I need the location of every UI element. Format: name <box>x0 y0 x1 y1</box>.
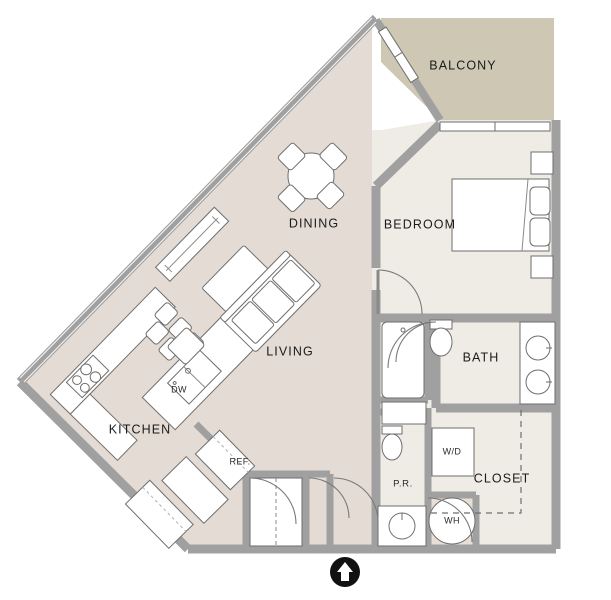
pantry-cabinet <box>161 455 229 525</box>
door-swing-entry-closet <box>308 477 350 519</box>
door-swing-bedroom-closet <box>395 321 437 363</box>
dining-chairs <box>277 142 348 213</box>
door-swing-kitchen <box>249 477 297 525</box>
sofa-cushion <box>231 301 275 344</box>
nightstand <box>530 151 554 175</box>
label-kitchen: KITCHEN <box>109 422 172 436</box>
label-powder-room: P.R. <box>393 479 413 490</box>
appliance-labels: DW REF. W/D WH <box>171 384 461 525</box>
toilet-bowl <box>429 327 453 357</box>
bath-fixtures <box>381 319 556 425</box>
dining-chair <box>316 181 345 210</box>
wall-bedroom-angled <box>372 120 444 190</box>
door-swing-powder <box>427 497 473 543</box>
utility-fixtures <box>428 410 522 545</box>
sofa-group <box>220 250 321 352</box>
dining-chair <box>277 184 306 213</box>
label-closet: CLOSET <box>474 471 531 485</box>
label-water-heater: WH <box>444 515 460 525</box>
linen-shelf <box>381 401 427 425</box>
kitchen-counter-leg <box>69 393 138 461</box>
door-swing-bedroom <box>377 269 423 315</box>
nightstand <box>530 255 554 279</box>
refrigerator <box>194 429 256 491</box>
bed-coverlet-edge <box>521 178 529 252</box>
room-labels: BALCONY DINING BEDROOM LIVING BATH KITCH… <box>109 58 531 490</box>
label-living: LIVING <box>266 344 314 358</box>
label-bath: BATH <box>463 350 500 364</box>
label-dining: DINING <box>289 216 339 230</box>
label-balcony: BALCONY <box>429 58 496 72</box>
washer-dryer-box <box>431 427 475 477</box>
dining-furniture <box>277 142 348 213</box>
label-refrigerator: REF. <box>229 456 250 466</box>
pr-toilet-bowl <box>381 433 403 461</box>
tub-drain-icon <box>400 327 406 333</box>
sofa-cushion <box>251 280 295 323</box>
powder-room-fixtures <box>377 425 427 547</box>
burner-icon <box>72 375 82 385</box>
dining-chair <box>319 142 348 171</box>
dining-chair <box>277 142 306 171</box>
accent-chair <box>167 327 205 365</box>
sofa-back <box>220 250 291 323</box>
faucet-icon <box>185 367 191 374</box>
pillow <box>529 186 551 216</box>
compass-arrow-icon <box>337 562 353 581</box>
wall-diagonal-upper-left <box>16 14 380 386</box>
cooktop <box>65 354 110 399</box>
closet-shelf-line <box>431 410 522 514</box>
lower-cabinet <box>124 479 194 550</box>
burner-icon <box>89 371 102 383</box>
living-floor-fill <box>22 18 372 545</box>
label-washer-dryer: W/D <box>443 446 462 456</box>
north-arrow <box>330 557 360 587</box>
living-furniture <box>154 206 321 365</box>
water-heater-circle <box>428 497 476 545</box>
sofa-cushion <box>272 259 315 303</box>
label-bedroom: BEDROOM <box>384 217 456 231</box>
dining-table <box>287 152 335 200</box>
pr-toilet-tank <box>381 425 403 435</box>
wall-outlines <box>19 17 377 383</box>
burner-icon <box>80 363 93 376</box>
bathtub <box>381 321 425 399</box>
windows <box>377 26 551 132</box>
bedroom-furniture <box>451 151 554 279</box>
burner-icon <box>79 382 90 393</box>
door-swings <box>249 269 473 543</box>
door-swing-entry <box>333 477 379 523</box>
wall-balcony-diagonal <box>375 14 382 20</box>
pillow <box>529 217 551 247</box>
label-dishwasher: DW <box>171 384 187 394</box>
